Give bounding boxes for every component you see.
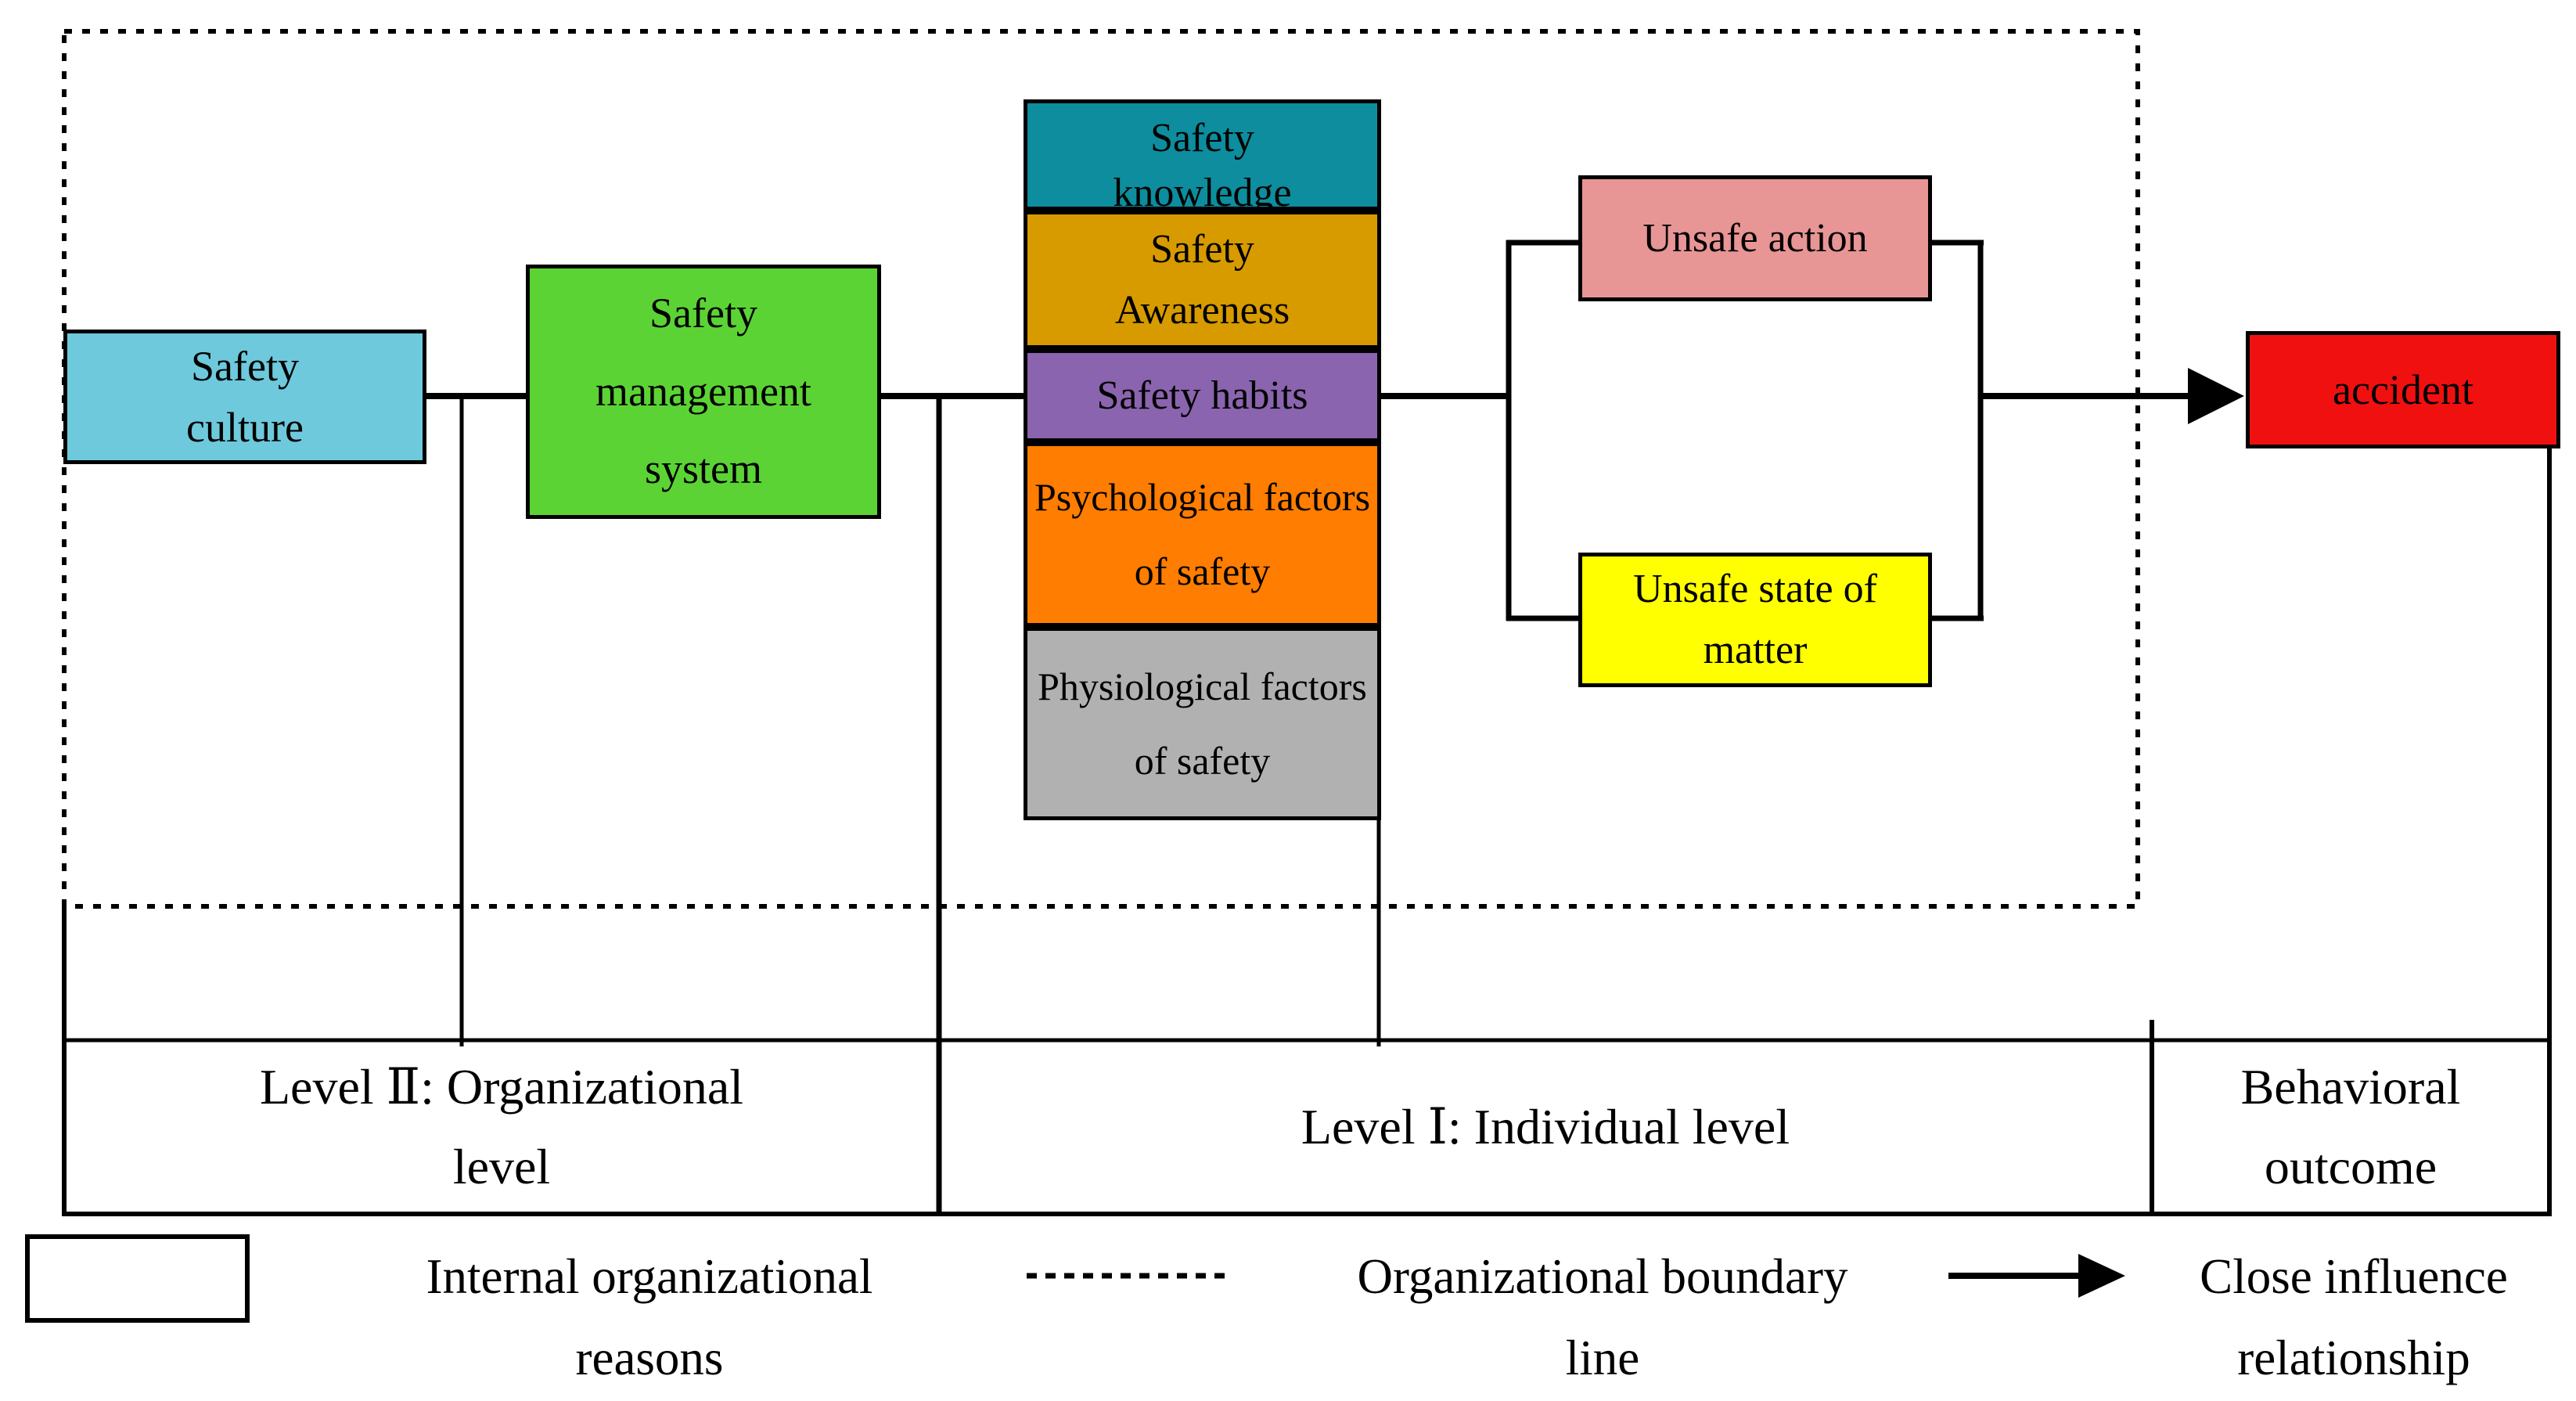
level1-individual-cell: Level Ⅰ: Individual level	[939, 1040, 2152, 1214]
legend-influence-label: Close influence relationship	[2174, 1237, 2534, 1399]
safety-awareness-label: Safety Awareness	[1114, 226, 1290, 333]
safety-habits-label: Safety habits	[1096, 373, 1308, 418]
psychological-factors-box: Psychological factors of safety	[1024, 442, 1381, 627]
organizational-boundary-dashed-rect	[62, 29, 2140, 909]
safety-awareness-box: Safety Awareness	[1024, 211, 1381, 349]
legend-arrow-sample-head	[2078, 1254, 2125, 1298]
safety-habits-box: Safety habits	[1024, 349, 1381, 442]
safety-culture-box: Safety culture	[63, 330, 426, 464]
safety-culture-label: Safety culture	[186, 342, 304, 451]
behavioral-outcome-cell: Behavioral outcome	[2152, 1040, 2549, 1214]
legend-boundary-line-text: Organizational boundary line	[1357, 1249, 1848, 1385]
unsafe-action-label: Unsafe action	[1642, 215, 1868, 261]
accident-box: accident	[2246, 331, 2560, 448]
arrow-to-accident-head	[2188, 368, 2244, 424]
legend-boundary-line-label: Organizational boundary line	[1337, 1237, 1869, 1399]
behavioral-outcome-label: Behavioral outcome	[2240, 1058, 2461, 1194]
safety-management-system-label: Safety management system	[595, 289, 811, 493]
unsafe-action-box: Unsafe action	[1578, 175, 1932, 301]
physiological-factors-box: Physiological factors of safety	[1024, 627, 1381, 820]
legend-influence-text: Close influence relationship	[2200, 1249, 2508, 1385]
accident-label: accident	[2333, 366, 2473, 413]
level2-organizational-label: Level Ⅱ: Organizational level	[259, 1058, 744, 1194]
safety-knowledge-box: Safety knowledge	[1024, 99, 1381, 211]
legend-internal-reasons-label: Internal organizational reasons	[399, 1237, 900, 1399]
safety-knowledge-label: Safety knowledge	[1113, 116, 1292, 211]
legend-box-sample	[25, 1234, 250, 1323]
safety-management-system-box: Safety management system	[526, 265, 881, 519]
unsafe-state-of-matter-label: Unsafe state of matter	[1633, 567, 1877, 672]
unsafe-state-of-matter-box: Unsafe state of matter	[1578, 553, 1932, 687]
level1-individual-label: Level Ⅰ: Individual level	[1301, 1098, 1790, 1154]
physiological-factors-label: Physiological factors of safety	[1038, 664, 1367, 783]
psychological-factors-label: Psychological factors of safety	[1034, 475, 1371, 593]
legend-internal-reasons-text: Internal organizational reasons	[426, 1249, 873, 1385]
level2-organizational-cell: Level Ⅱ: Organizational level	[64, 1040, 939, 1214]
